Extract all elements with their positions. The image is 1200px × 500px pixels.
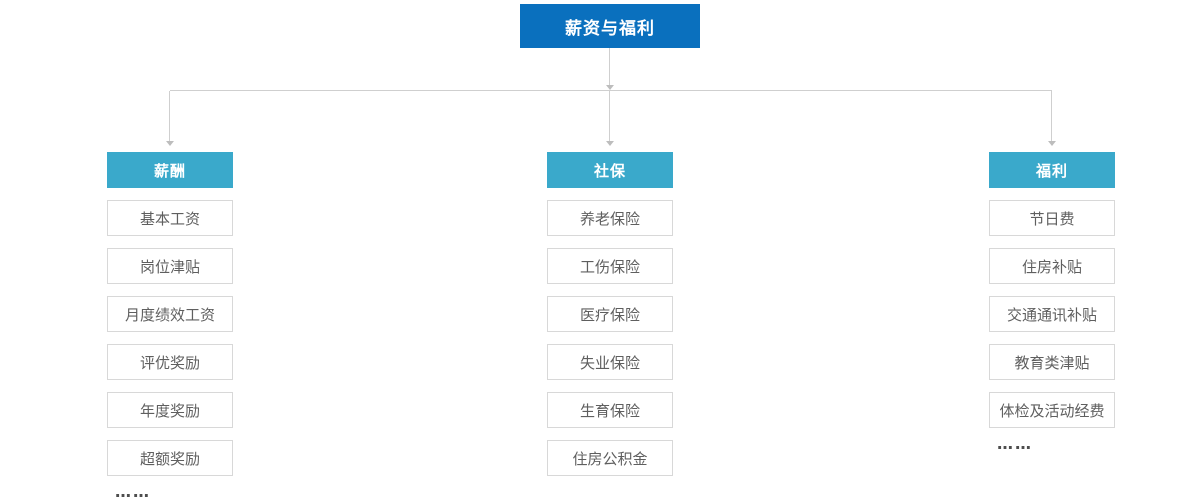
item-box: 年度奖励	[107, 392, 233, 428]
item-box: 基本工资	[107, 200, 233, 236]
branch-column-3: 福利 节日费住房补贴交通通讯补贴教育类津贴体检及活动经费 ……	[989, 152, 1115, 452]
connector-left-arrowhead	[166, 141, 174, 146]
item-box: 养老保险	[547, 200, 673, 236]
item-box: 教育类津贴	[989, 344, 1115, 380]
item-box: 岗位津贴	[107, 248, 233, 284]
item-box: 交通通讯补贴	[989, 296, 1115, 332]
column-items: 养老保险工伤保险医疗保险失业保险生育保险住房公积金	[547, 200, 673, 476]
column-header: 社保	[547, 152, 673, 188]
item-box: 住房公积金	[547, 440, 673, 476]
column-items: 节日费住房补贴交通通讯补贴教育类津贴体检及活动经费 ……	[989, 200, 1115, 452]
column-items: 基本工资岗位津贴月度绩效工资评优奖励年度奖励超额奖励 ……	[107, 200, 233, 500]
root-node: 薪资与福利	[520, 4, 700, 48]
connector-middle-arrowhead	[606, 141, 614, 146]
item-box: 失业保险	[547, 344, 673, 380]
item-box: 评优奖励	[107, 344, 233, 380]
branch-column-1: 薪酬 基本工资岗位津贴月度绩效工资评优奖励年度奖励超额奖励 ……	[107, 152, 233, 500]
connector-middle-vertical	[609, 91, 610, 141]
item-box: 体检及活动经费	[989, 392, 1115, 428]
item-box: 生育保险	[547, 392, 673, 428]
item-box: 工伤保险	[547, 248, 673, 284]
item-box: 超额奖励	[107, 440, 233, 476]
item-box: 住房补贴	[989, 248, 1115, 284]
item-box: 月度绩效工资	[107, 296, 233, 332]
branch-column-2: 社保 养老保险工伤保险医疗保险失业保险生育保险住房公积金	[547, 152, 673, 488]
column-header: 薪酬	[107, 152, 233, 188]
connector-right-vertical	[1051, 91, 1052, 141]
item-box: 节日费	[989, 200, 1115, 236]
more-items-dots: ……	[997, 434, 1033, 453]
item-box: 医疗保险	[547, 296, 673, 332]
connector-root-vertical	[609, 48, 610, 85]
connector-horizontal-rail	[170, 90, 1052, 91]
connector-root-arrowhead	[606, 85, 614, 90]
connector-left-vertical	[169, 91, 170, 141]
connector-right-arrowhead	[1048, 141, 1056, 146]
column-header: 福利	[989, 152, 1115, 188]
more-items-dots: ……	[115, 482, 151, 500]
